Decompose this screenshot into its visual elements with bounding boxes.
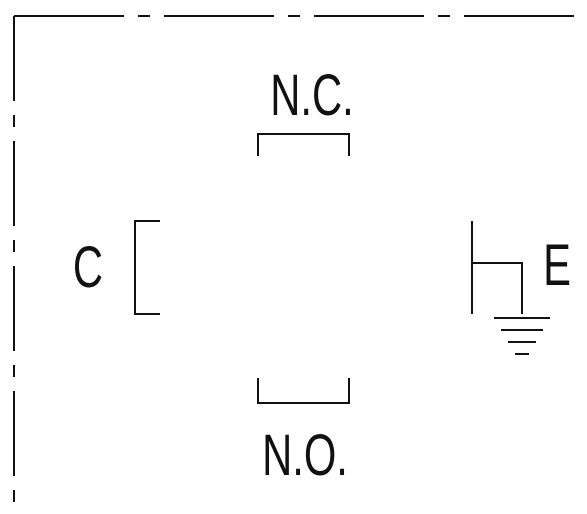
common-contact-bracket [134,220,160,315]
nc-label: N.C. [270,62,353,127]
no-label: N.O. [262,422,348,487]
no-contact-bracket [257,378,350,404]
earth-connection-line [472,262,523,314]
common-terminal: C [73,220,160,315]
housing-outline [13,15,587,514]
common-label: C [73,234,103,299]
nc-terminal: N.C. [257,62,354,156]
earth-label: E [543,232,571,297]
no-terminal: N.O. [257,378,350,488]
nc-contact-bracket [257,133,350,156]
earth-terminal [471,221,550,355]
ground-icon [494,317,550,355]
